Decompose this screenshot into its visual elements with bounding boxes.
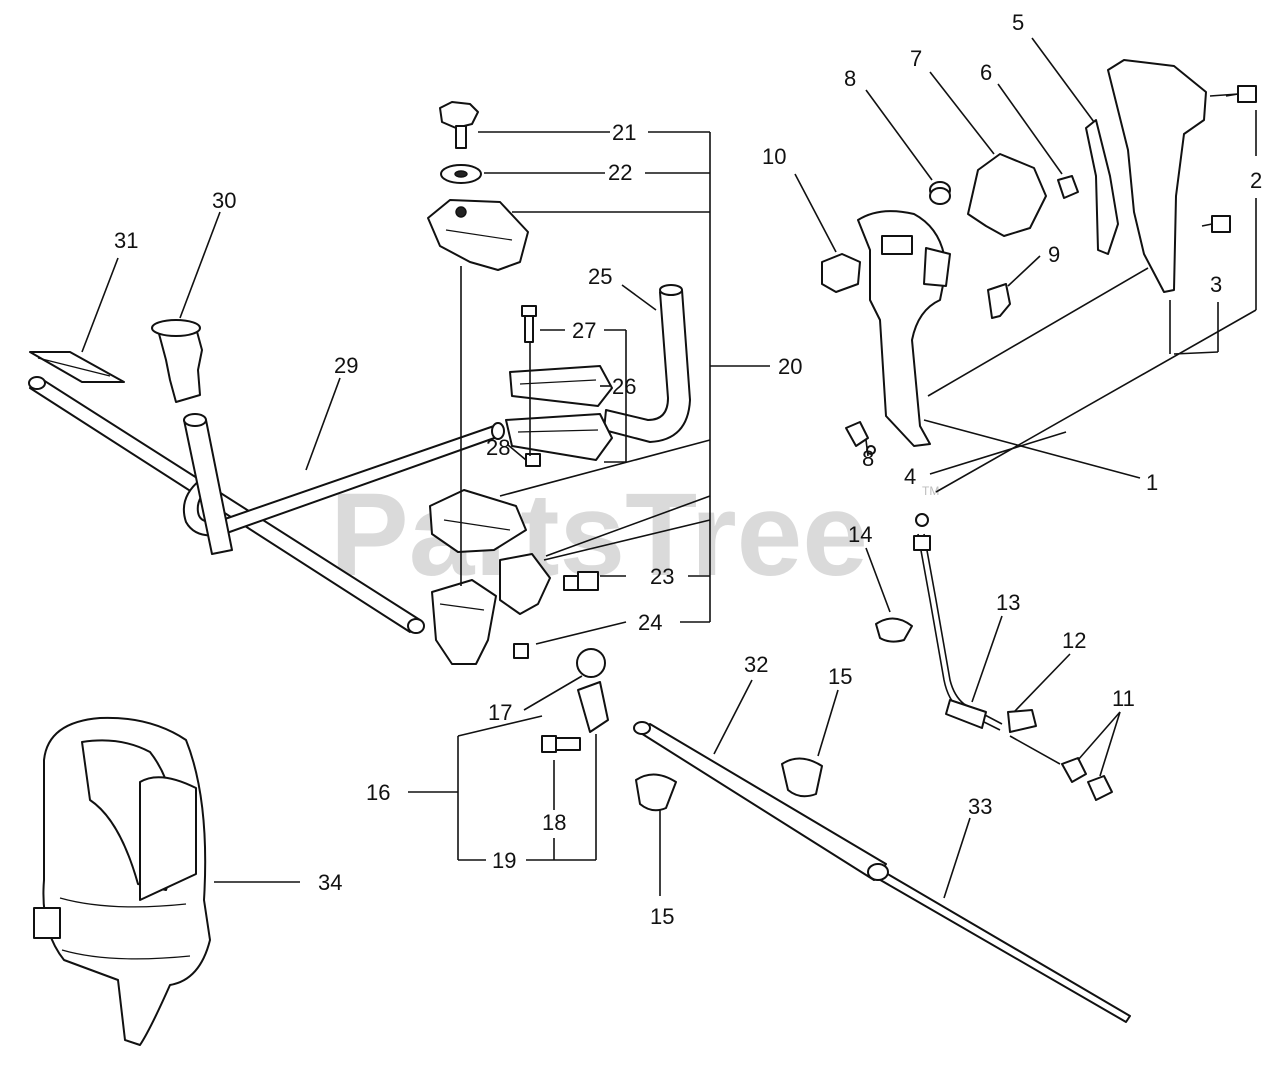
part-label-16: 16 (366, 780, 390, 805)
cable-clip-part (875, 617, 913, 643)
part-label-7: 7 (910, 46, 922, 71)
knob-part (439, 101, 479, 149)
part-label-29: 29 (334, 353, 358, 378)
part-label-25: 25 (588, 264, 612, 289)
small-nut-part (525, 453, 541, 467)
lower-clamp-part (429, 489, 551, 665)
part-label-31: 31 (114, 228, 138, 253)
part-label-21: 21 (612, 120, 636, 145)
screw-short-part (1201, 215, 1231, 233)
shoulder-harness-part (33, 716, 211, 1046)
tube-clamp-part (781, 757, 823, 798)
part-label-10: 10 (762, 144, 786, 169)
part-label-9: 9 (1048, 242, 1060, 267)
throttle-cable-part (913, 513, 1061, 765)
part-label-30: 30 (212, 188, 236, 213)
part-label-19: 19 (492, 848, 516, 873)
part-label-23: 23 (650, 564, 674, 589)
part-label-5: 5 (1012, 10, 1024, 35)
part-label-12: 12 (1062, 628, 1086, 653)
part-label-18: 18 (542, 810, 566, 835)
part-label-33: 33 (968, 794, 992, 819)
part-label-34: 34 (318, 870, 342, 895)
part-label-8-top: 8 (844, 66, 856, 91)
watermark-trademark: TM (922, 484, 939, 498)
part-label-17: 17 (488, 700, 512, 725)
part-number-labels: 1 2 3 4 5 6 7 8 8 9 10 11 12 13 14 15 15… (114, 10, 1262, 929)
decal-part (29, 351, 125, 383)
ring-clamp-part (576, 648, 609, 733)
part-label-2: 2 (1250, 168, 1262, 193)
stop-button-part (821, 253, 861, 293)
hex-nut-part (845, 421, 869, 447)
part-label-15-bottom: 15 (650, 904, 674, 929)
bushing-part (1057, 175, 1079, 199)
part-label-27: 27 (572, 318, 596, 343)
screw-part (521, 305, 537, 343)
throttle-handle-part (857, 210, 951, 447)
part-label-32: 32 (744, 652, 768, 677)
tube-clamp-part-2 (635, 773, 677, 812)
part-label-26: 26 (612, 374, 636, 399)
j-handle-tube-part (603, 284, 691, 443)
leader-lines (81, 37, 1257, 899)
part-label-13: 13 (996, 590, 1020, 615)
switch-part (987, 283, 1011, 319)
bolt-part (563, 571, 599, 591)
trigger-part (967, 153, 1047, 237)
upper-clamp-part (427, 199, 529, 271)
part-label-4: 4 (904, 464, 916, 489)
lockout-lever-part (1085, 119, 1119, 255)
spring-part (929, 181, 951, 205)
part-label-3: 3 (1210, 272, 1222, 297)
part-label-8-bottom: 8 (862, 446, 874, 471)
part-label-20: 20 (778, 354, 802, 379)
part-label-1: 1 (1146, 470, 1158, 495)
part-label-28: 28 (486, 435, 510, 460)
handle-bar-part (28, 376, 505, 634)
handle-half-part (1107, 59, 1207, 293)
handle-grip-part (151, 319, 203, 403)
part-label-24: 24 (638, 610, 662, 635)
cable-nut-part (1061, 757, 1113, 801)
bolt-small-part (541, 735, 581, 753)
drive-tube-part (633, 721, 1131, 1023)
part-label-6: 6 (980, 60, 992, 85)
clamp-halves-part (505, 365, 613, 461)
washer-hole (454, 170, 468, 178)
square-nut-part (513, 643, 529, 659)
part-label-15-top: 15 (828, 664, 852, 689)
part-label-22: 22 (608, 160, 632, 185)
part-label-11: 11 (1112, 686, 1135, 711)
part-label-14: 14 (848, 522, 872, 547)
